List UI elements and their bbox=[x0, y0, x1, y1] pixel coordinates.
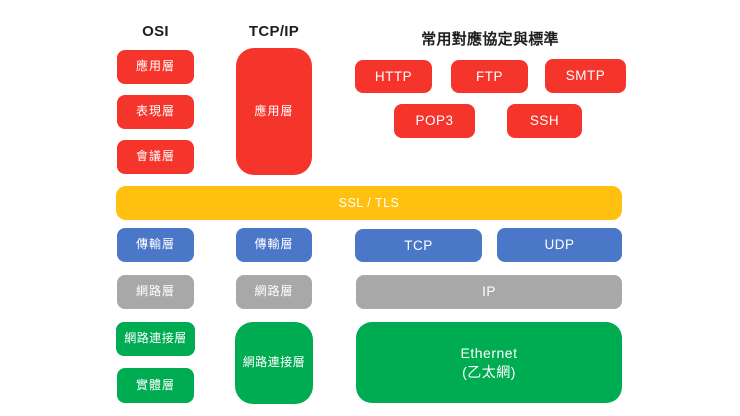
protocol-smtp-box: SMTP bbox=[545, 59, 626, 93]
protocol-http-box: HTTP bbox=[355, 60, 432, 93]
protocol-tcp-box: TCP bbox=[355, 229, 482, 262]
osi-layer-presentation-box: 表現層 bbox=[117, 95, 194, 129]
protocol-udp-box: UDP bbox=[497, 228, 622, 262]
ethernet-label-english: Ethernet bbox=[460, 345, 518, 362]
osi-layer-session-box: 會議層 bbox=[117, 140, 194, 174]
osi-layer-application-box: 應用層 bbox=[117, 50, 194, 84]
tcpip-layer-application-box: 應用層 bbox=[236, 48, 312, 175]
osi-column-header: OSI bbox=[142, 23, 169, 40]
protocols-column-header: 常用對應協定與標準 bbox=[421, 31, 559, 48]
protocol-ethernet-box: Ethernet (乙太網) bbox=[356, 322, 622, 403]
osi-layer-transport-box: 傳輸層 bbox=[117, 228, 194, 262]
tcpip-layer-network-box: 網路層 bbox=[236, 275, 312, 309]
tcpip-layer-netaccess-box: 網路連接層 bbox=[235, 322, 313, 404]
tcpip-column-header: TCP/IP bbox=[248, 23, 300, 40]
protocol-pop3-box: POP3 bbox=[394, 104, 475, 138]
protocol-ftp-box: FTP bbox=[451, 60, 528, 93]
protocol-ssh-box: SSH bbox=[507, 104, 582, 138]
protocol-ssl-tls-bar: SSL / TLS bbox=[116, 186, 622, 220]
osi-layer-physical-box: 實體層 bbox=[117, 368, 194, 403]
protocol-ip-bar: IP bbox=[356, 275, 622, 309]
osi-layer-network-box: 網路層 bbox=[117, 275, 194, 309]
osi-layer-datalink-box: 網路連接層 bbox=[116, 322, 195, 356]
ethernet-label-chinese: (乙太網) bbox=[462, 363, 516, 380]
tcpip-layer-transport-box: 傳輸層 bbox=[236, 228, 312, 262]
